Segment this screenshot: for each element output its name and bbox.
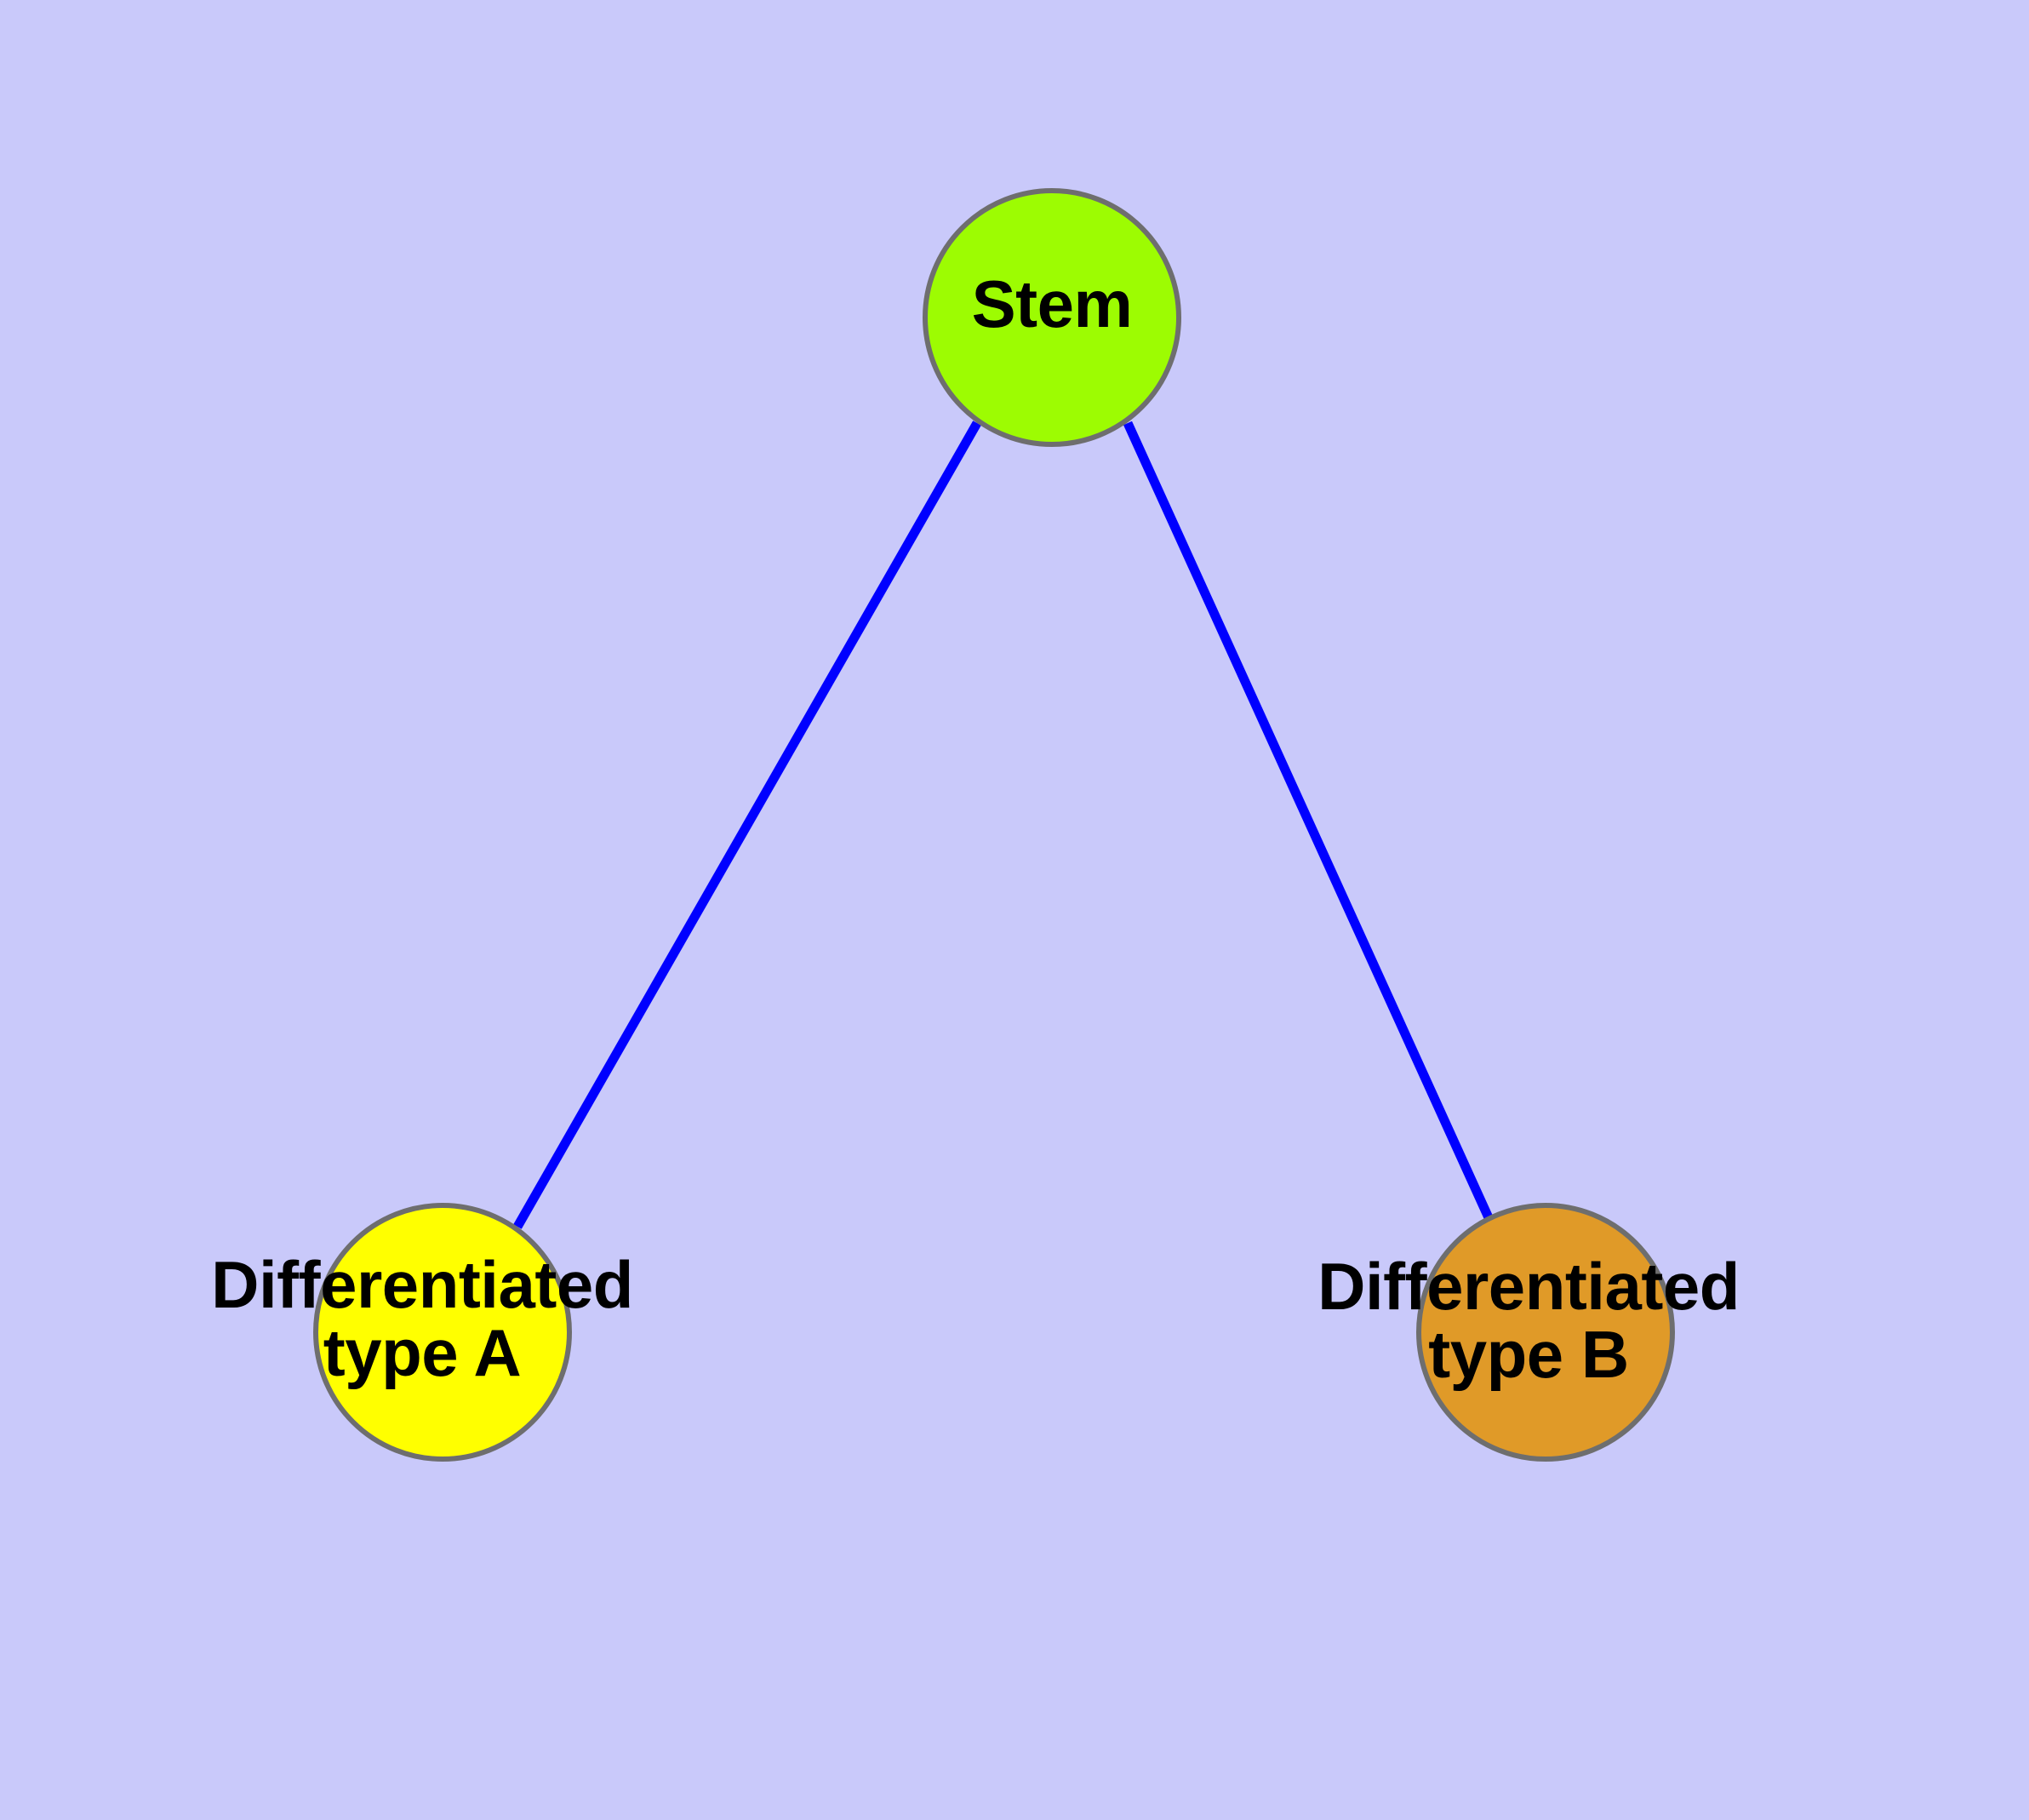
edge-layer	[513, 421, 1496, 1229]
node-differentiated-type-b-circle[interactable]	[1416, 1203, 1675, 1462]
edge-stem-to-differentiated-type-b[interactable]	[1123, 421, 1496, 1226]
edge-stem-to-differentiated-type-a[interactable]	[513, 421, 981, 1229]
node-stem-circle[interactable]	[923, 188, 1181, 447]
node-layer	[313, 188, 1675, 1462]
node-differentiated-type-a-circle[interactable]	[313, 1203, 572, 1462]
